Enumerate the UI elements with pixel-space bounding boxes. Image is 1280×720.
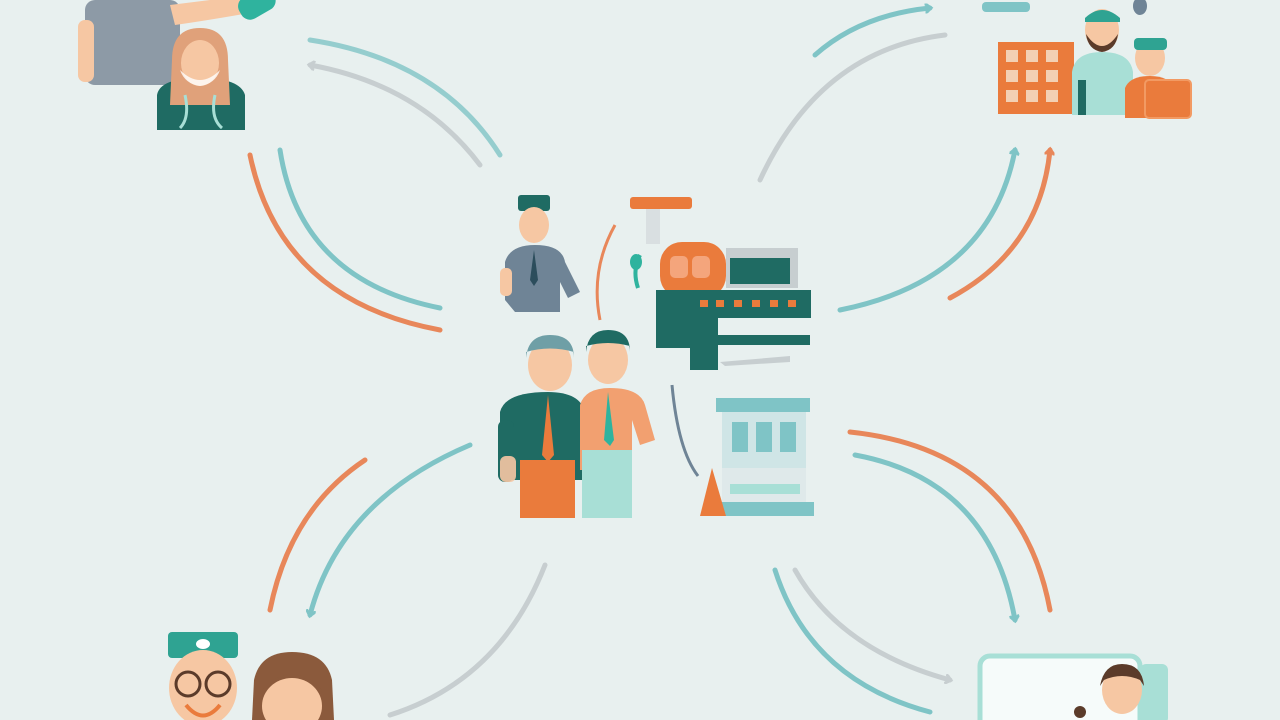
arrow-bottom-left-teal <box>310 442 473 615</box>
telemedicine-screen-icon <box>977 653 1168 720</box>
arrow-bottom-right-grey <box>792 567 950 680</box>
arrow-top-left-return <box>310 65 483 168</box>
arrow-bottom-right-teal <box>852 452 1015 620</box>
cycle-arrows <box>247 8 1053 718</box>
arrow-right-teal <box>837 150 1015 313</box>
arrow-left-orange <box>247 152 443 333</box>
arrow-bottom-left-orange <box>267 457 368 613</box>
arrow-top-right-teal <box>812 8 930 58</box>
staff-pair-figure <box>498 330 655 518</box>
arrow-right-orange <box>947 150 1050 301</box>
medical-team-with-building-icon <box>982 0 1192 119</box>
small-doctor-figure <box>500 195 580 312</box>
arrow-left-teal <box>277 147 443 311</box>
arrow-bottom-right-orange <box>847 429 1053 613</box>
healthcare-staff-and-hospital-icon <box>498 195 814 518</box>
arrow-bottom-center-grey <box>387 562 548 718</box>
arrow-top-right-grey <box>757 32 948 183</box>
stethoscope-icon <box>595 224 617 321</box>
doctor-and-patient-icon <box>168 632 334 720</box>
patient-with-nurse-icon <box>78 0 276 130</box>
arrow-top-left-outer <box>307 37 503 158</box>
arrow-bottom-right-teal-2 <box>772 567 933 715</box>
